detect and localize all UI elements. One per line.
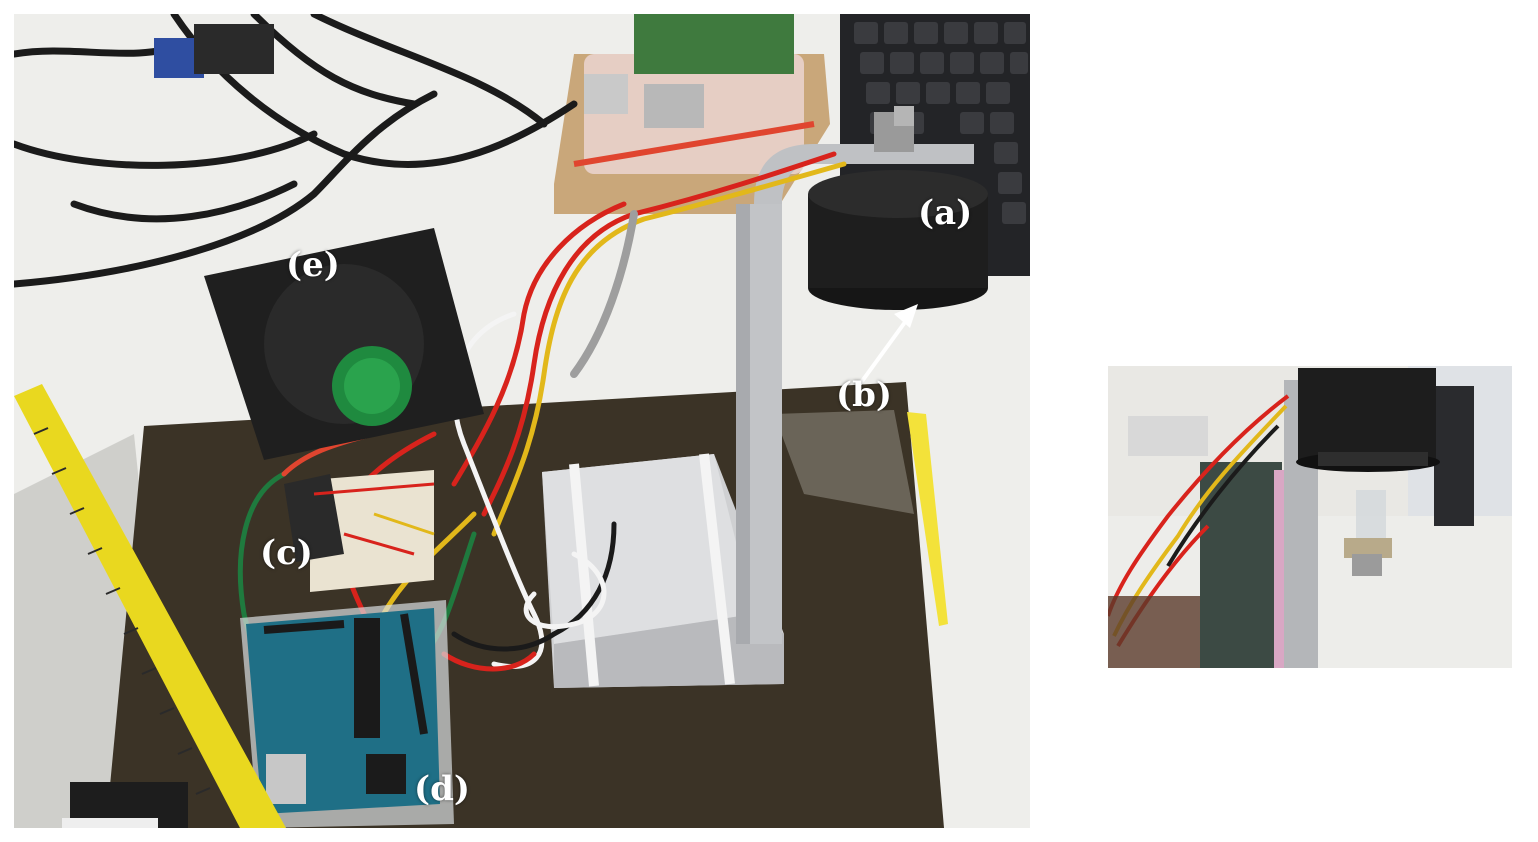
inset-sensor <box>1296 368 1440 576</box>
inset-photo <box>1108 366 1512 668</box>
inset-electronics <box>1108 596 1200 668</box>
label-e: (e) <box>286 245 340 285</box>
arrow-icon <box>858 304 918 386</box>
inset-acrylic-panel <box>1200 462 1282 668</box>
inset-photo-drawing <box>1108 366 1512 668</box>
sensor-stand <box>736 144 974 644</box>
yellow-sheet <box>907 412 948 626</box>
inset-monitor-stand <box>1434 386 1474 526</box>
setup-photo-drawing <box>14 14 1030 828</box>
protoboard <box>284 470 435 592</box>
tape-measure <box>14 384 286 828</box>
arduino-board <box>240 600 454 828</box>
switch-block <box>62 782 188 828</box>
label-d: (d) <box>414 769 470 809</box>
label-b: (b) <box>836 375 892 415</box>
sensor-cylinder <box>808 106 988 310</box>
inset-pink-edge <box>1274 470 1286 668</box>
main-photo <box>14 14 1030 828</box>
label-c: (c) <box>260 533 313 573</box>
black-box <box>194 24 274 74</box>
inset-socket <box>1128 416 1208 456</box>
cooling-fan <box>204 228 484 460</box>
label-a: (a) <box>918 193 973 233</box>
board-glare <box>774 410 914 514</box>
